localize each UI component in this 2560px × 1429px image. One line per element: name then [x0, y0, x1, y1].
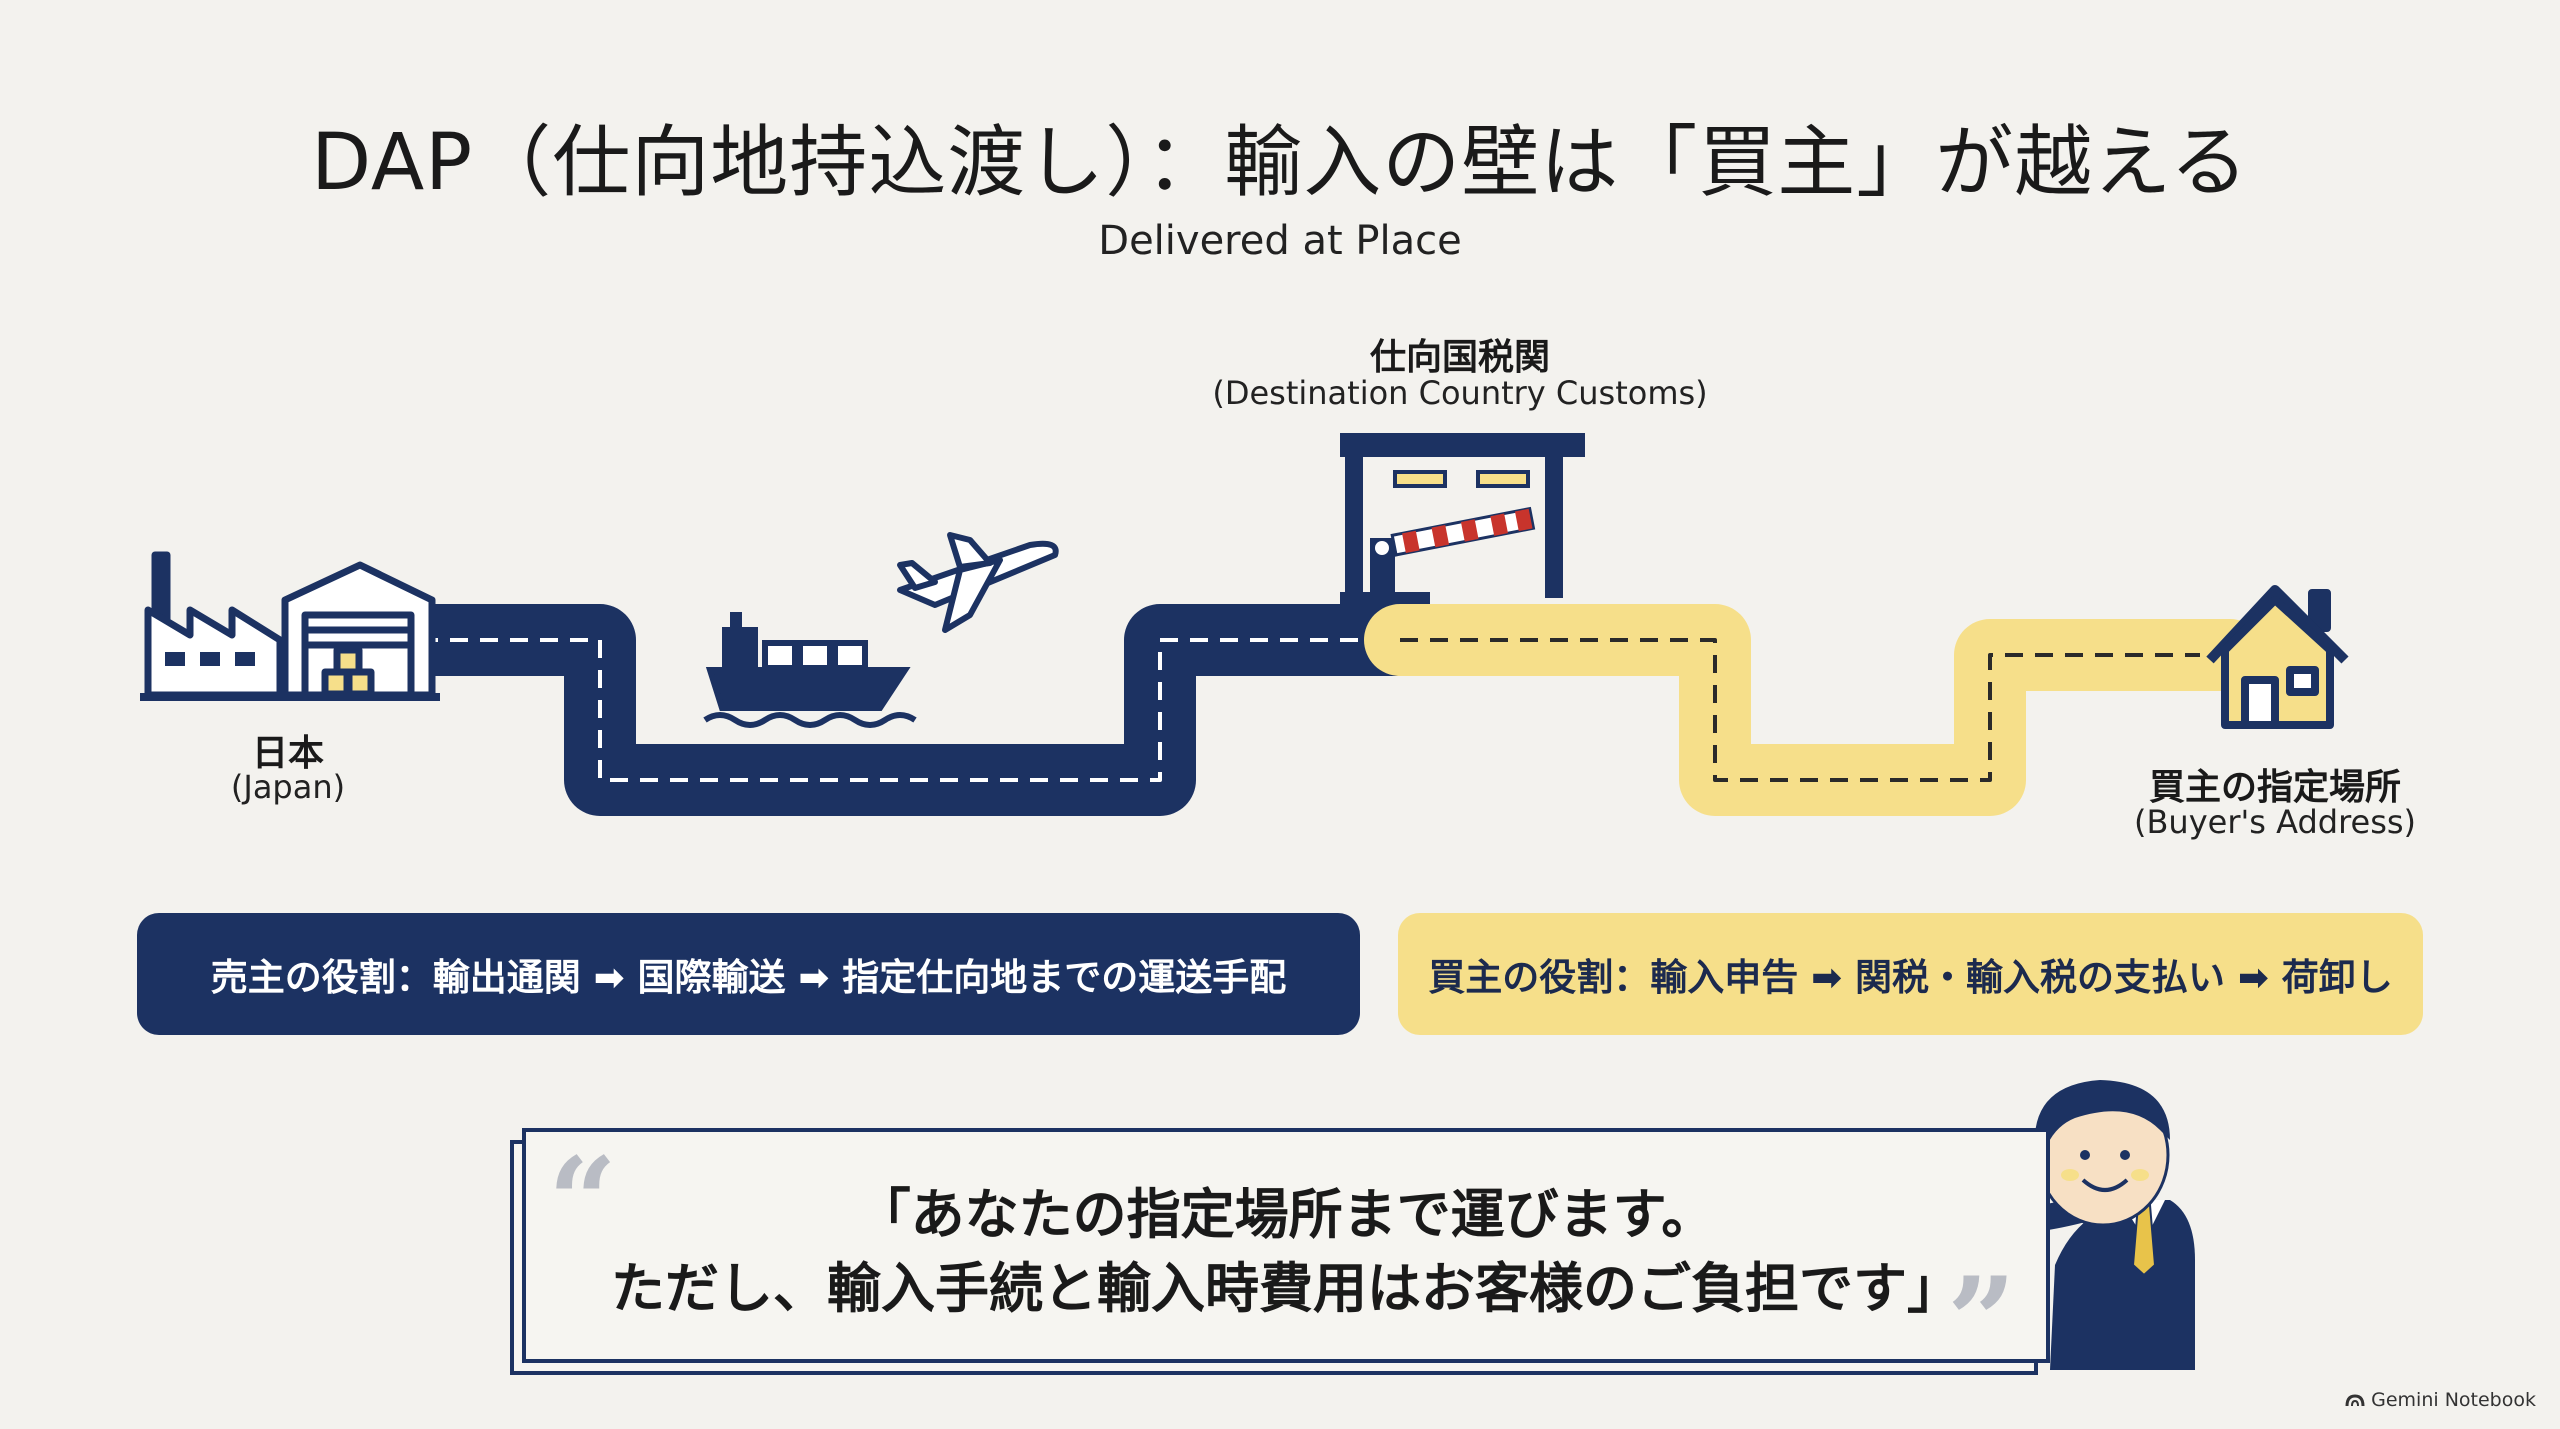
quote-line-1: 「あなたの指定場所まで運びます。: [856, 1183, 1716, 1246]
footer-brand-text: Gemini Notebook: [2371, 1389, 2536, 1411]
buyer-route: [1364, 604, 2266, 816]
open-quote-icon: “: [548, 1131, 618, 1272]
customs-sublabel: (Destination Country Customs): [1212, 374, 1708, 412]
seller-role-box: 売主の役割：輸出通関 ➡ 国際輸送 ➡ 指定仕向地までの運送手配: [137, 913, 1360, 1035]
destination-label: 買主の指定場所: [2148, 767, 2401, 808]
seller-route: [420, 604, 1400, 816]
factory-warehouse-icon: [140, 551, 440, 701]
cargo-ship-icon: [703, 612, 917, 728]
airplane-icon: [897, 532, 1059, 633]
notebook-logo-icon: [2345, 1394, 2365, 1407]
page-title: DAP（仕向地持込渡し）：輸入の壁は「買主」が越える: [311, 118, 2249, 208]
destination-sublabel: (Buyer's Address): [2133, 803, 2417, 841]
close-quote-icon: ”: [1946, 1251, 2016, 1392]
origin-sublabel: (Japan): [230, 768, 346, 806]
house-icon: [2206, 585, 2349, 729]
customs-label: 仕向国税関: [1369, 337, 1550, 378]
seller-route-dashes: [420, 638, 1400, 782]
customs-gate-icon: [1340, 433, 1585, 604]
page-subtitle: Delivered at Place: [1098, 218, 1462, 264]
origin-label: 日本: [251, 733, 324, 774]
footer-brand: Gemini Notebook: [2345, 1389, 2536, 1411]
quote-box: “ 「あなたの指定場所まで運びます。 ただし、輸入手続と輸入時費用はお客様のご負…: [522, 1128, 2050, 1382]
quote-line-2: ただし、輸入手続と輸入時費用はお客様のご負担です」: [611, 1257, 1961, 1320]
buyer-role-box: 買主の役割：輸入申告 ➡ 関税・輸入税の支払い ➡ 荷卸し: [1398, 913, 2423, 1035]
